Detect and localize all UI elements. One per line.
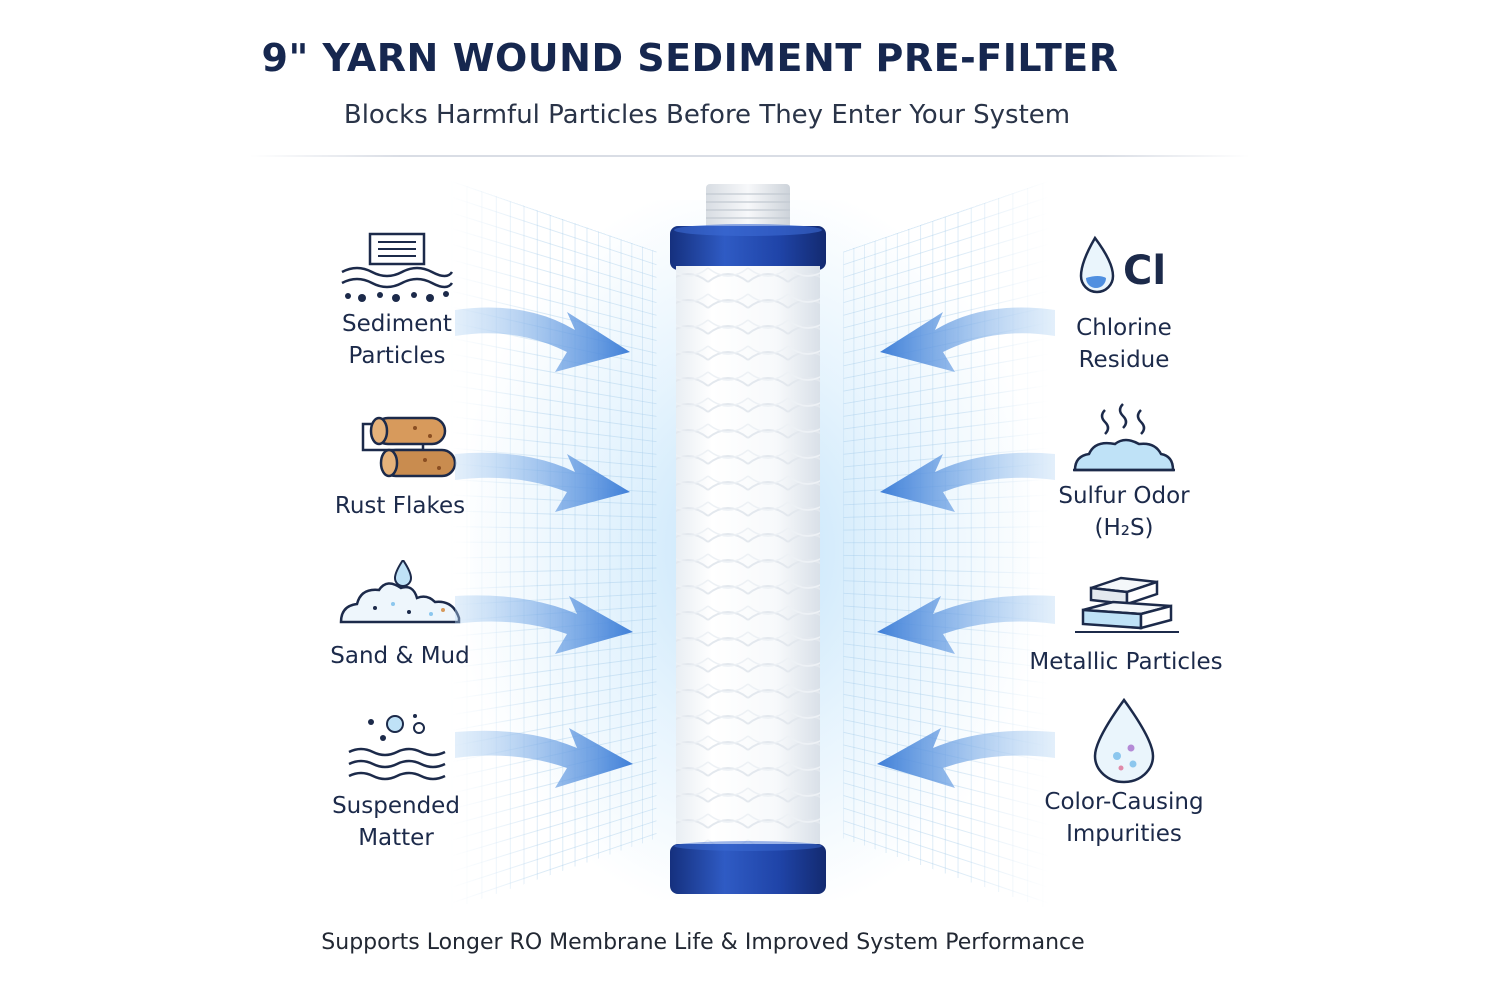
- arrow-right-icon: [455, 290, 645, 390]
- arrow-left-icon: [865, 706, 1055, 806]
- chlorine-icon: Cl: [1059, 232, 1189, 312]
- rust-icon: [335, 410, 465, 490]
- arrow-left-icon: [865, 430, 1055, 530]
- arrow-left-icon: [865, 574, 1055, 674]
- arrow-right-icon: [455, 706, 645, 806]
- water-drop-icon: [1059, 696, 1189, 786]
- footer-tagline: Supports Longer RO Membrane Life & Impro…: [0, 930, 1406, 955]
- arrow-right-icon: [455, 430, 645, 530]
- filter-cartridge: [668, 184, 828, 900]
- metallic-particles-icon: [1061, 566, 1191, 646]
- arrow-right-icon: [455, 574, 645, 674]
- page-title: 9" YARN WOUND SEDIMENT PRE-FILTER: [0, 36, 1380, 80]
- suspended-matter-icon: [331, 710, 461, 790]
- sand-mud-icon: [335, 560, 465, 640]
- header-divider: [250, 155, 1250, 157]
- page-subtitle: Blocks Harmful Particles Before They Ent…: [0, 100, 1414, 130]
- chlorine-symbol: Cl: [1123, 248, 1166, 294]
- arrow-left-icon: [865, 290, 1055, 390]
- sulfur-odor-icon: [1059, 400, 1189, 480]
- sediment-icon: [332, 228, 462, 308]
